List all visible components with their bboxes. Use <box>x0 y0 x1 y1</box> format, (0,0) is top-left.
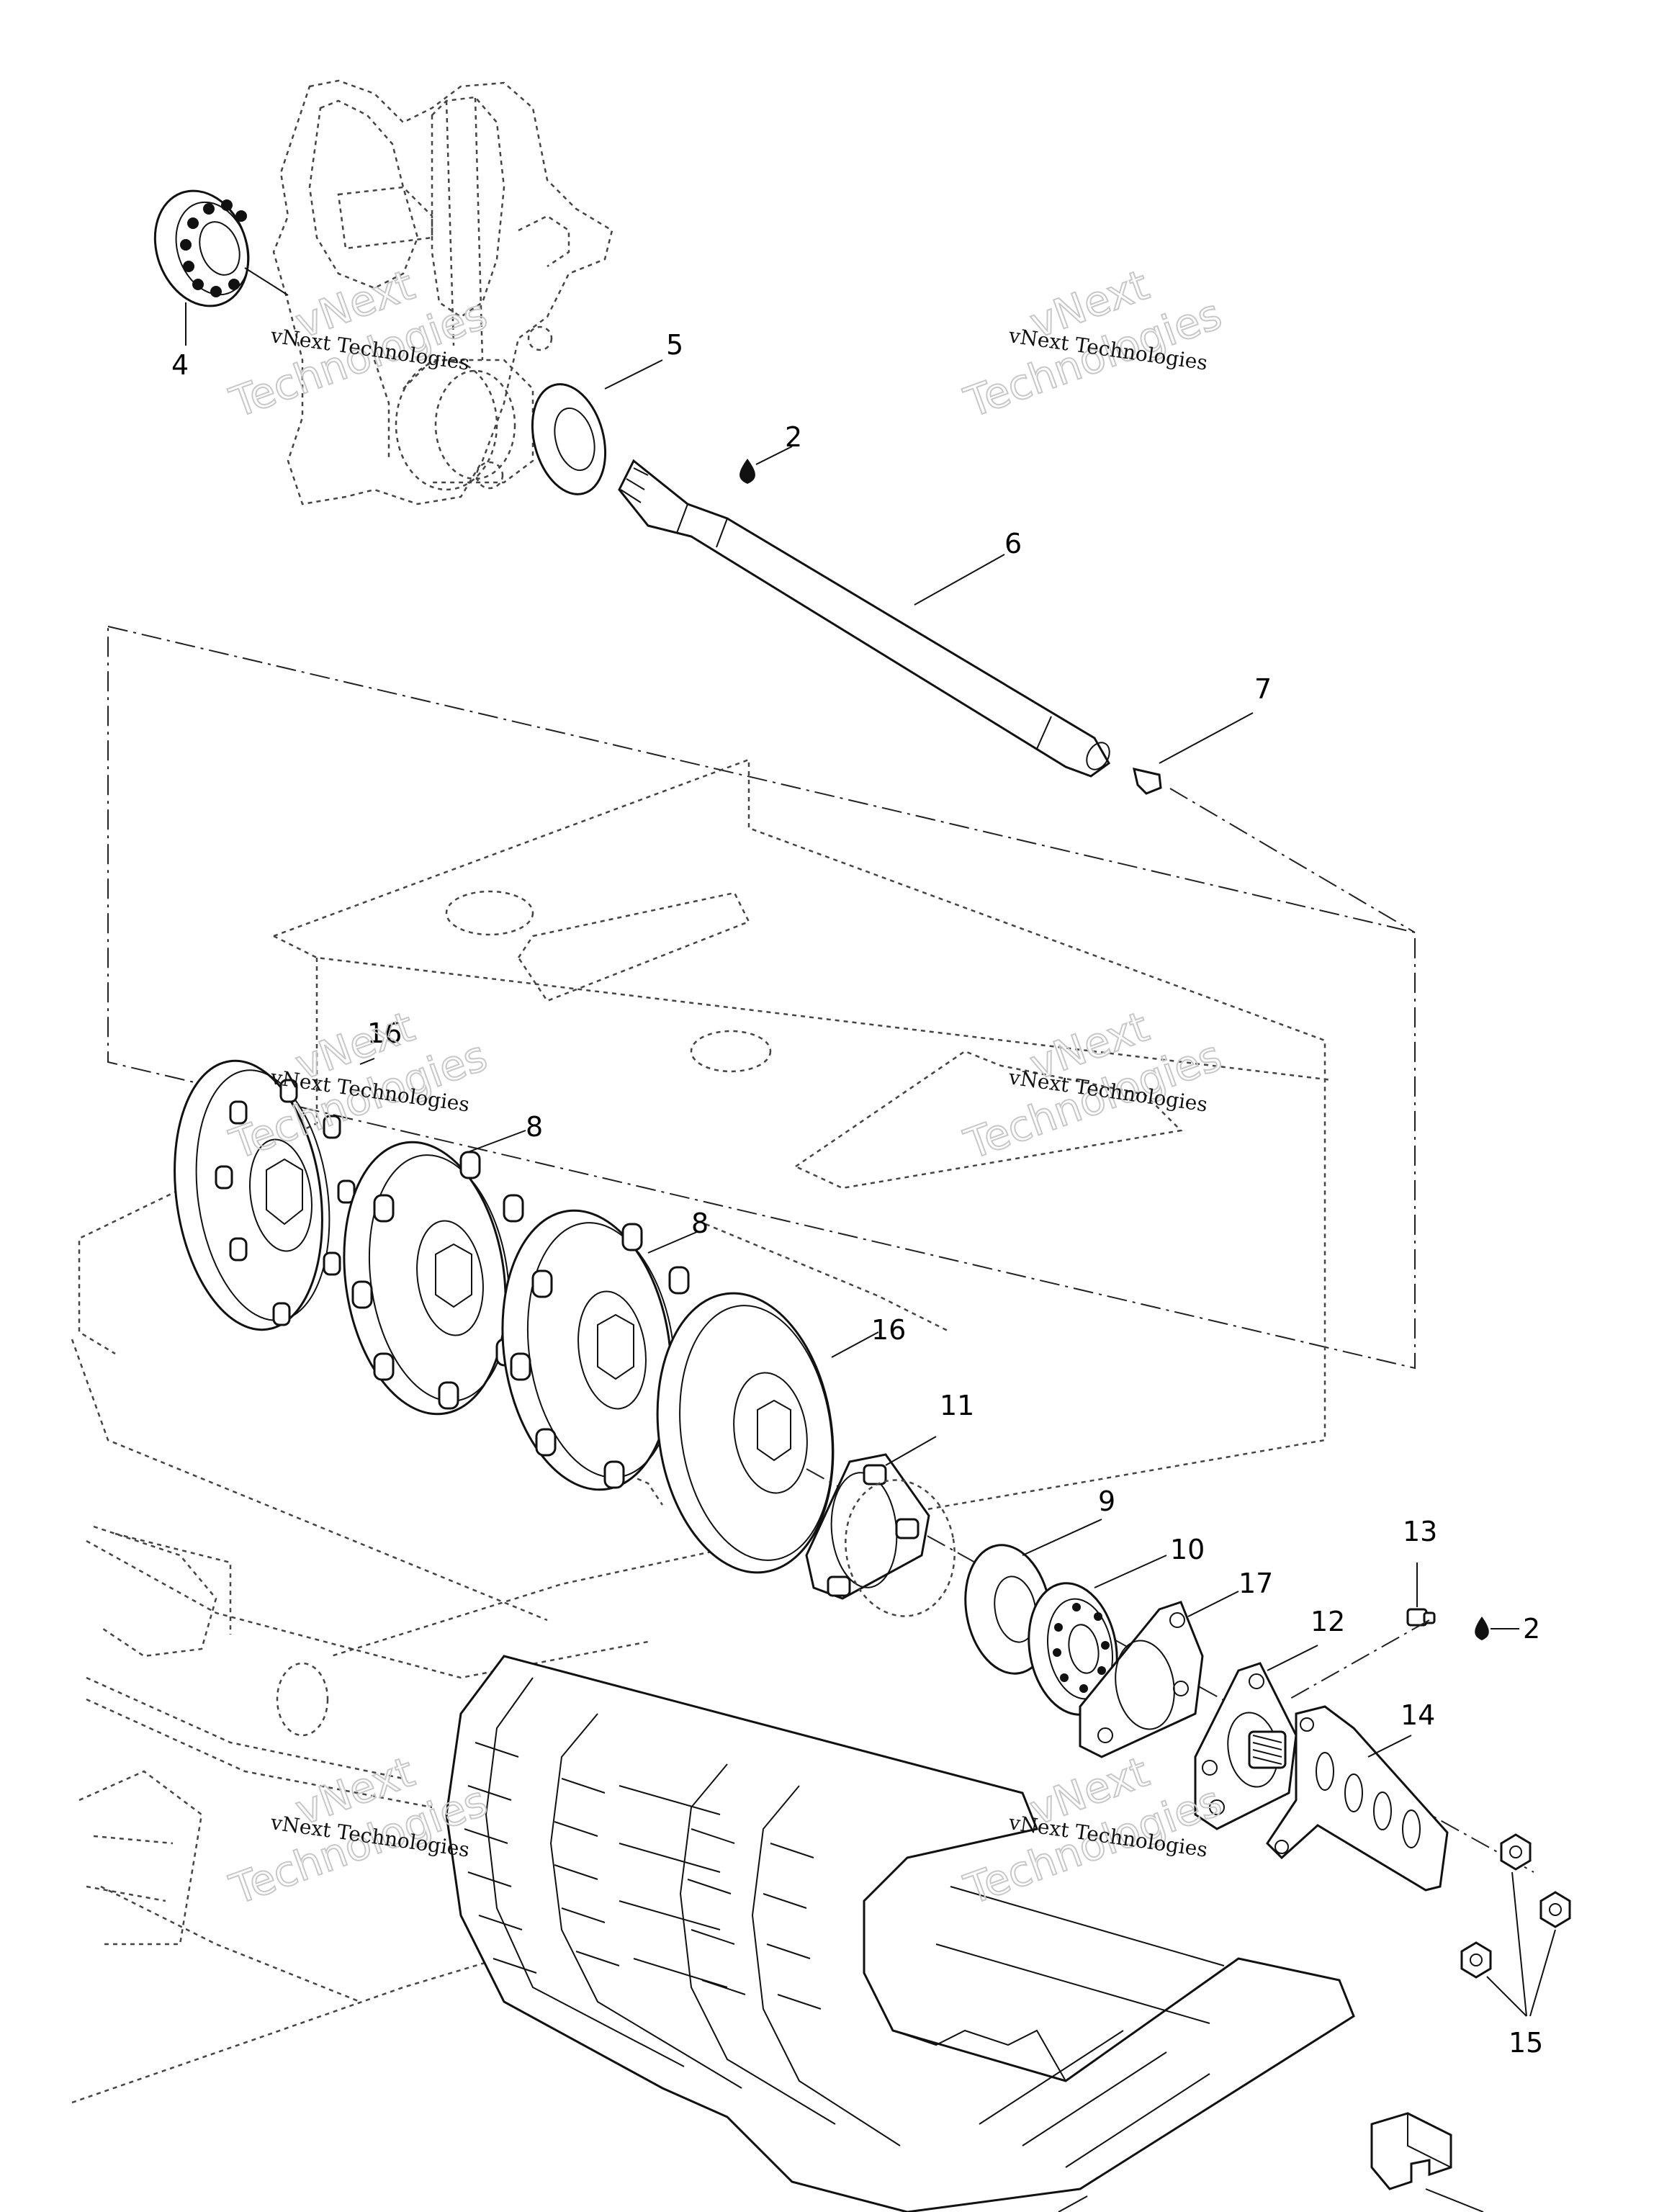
callout-16-left: 16 <box>367 1017 402 1049</box>
watermark-top-right: vNext Technologies vNext Technologies <box>958 259 1228 428</box>
idler-wheel-part-16-right[interactable] <box>640 1282 850 1584</box>
gasket-plate-part-17[interactable] <box>1079 1601 1204 1758</box>
callout-14: 14 <box>1401 1699 1435 1731</box>
bearing-part-4[interactable] <box>140 178 264 320</box>
drive-shaft-part-6[interactable] <box>618 459 1114 778</box>
grease-drop-icon <box>739 459 755 484</box>
callout-2: 2 <box>785 421 802 453</box>
nut-part-15[interactable] <box>1539 1891 1571 1928</box>
grease-drop-icon <box>1475 1617 1489 1640</box>
drive-track <box>445 1655 1355 2212</box>
axis-line-upper <box>1169 788 1416 933</box>
callout-9: 9 <box>1098 1485 1115 1517</box>
slider-clip-part <box>1370 2112 1452 2190</box>
washer-part-5[interactable] <box>521 376 616 503</box>
callout-11: 11 <box>940 1390 974 1421</box>
bearing-part-10[interactable] <box>1019 1576 1127 1722</box>
axis-line-bearing <box>244 267 289 296</box>
axis-line-fitting <box>1288 1619 1430 1700</box>
leader-line-bottom-2 <box>1058 2195 1088 2212</box>
callout-12: 12 <box>1310 1606 1345 1637</box>
stud-plate-part-11[interactable] <box>805 1453 965 1625</box>
grease-fitting-part-13[interactable] <box>1406 1608 1436 1627</box>
callout-5: 5 <box>666 329 683 361</box>
leader-lines <box>185 302 1556 2017</box>
callout-2-right: 2 <box>1523 1613 1540 1645</box>
bracket-part-14[interactable] <box>1266 1705 1449 1892</box>
watermark-middle-right: vNext Technologies vNext Technologies <box>958 1001 1228 1169</box>
callout-16-right: 16 <box>871 1314 906 1346</box>
callout-7: 7 <box>1254 673 1272 705</box>
idler-wheel-part-16-left[interactable] <box>158 1051 356 1339</box>
leader-line-bottom <box>1425 2188 1484 2212</box>
callout-4: 4 <box>171 349 189 381</box>
callout-10: 10 <box>1170 1534 1205 1565</box>
nut-part-15[interactable] <box>1500 1833 1532 1871</box>
bearing-housing-part-12[interactable] <box>1194 1662 1298 1830</box>
nut-part-15[interactable] <box>1460 1941 1492 1979</box>
callout-17: 17 <box>1238 1568 1273 1599</box>
callout-6: 6 <box>1004 528 1022 559</box>
callout-15: 15 <box>1509 2027 1543 2059</box>
callout-8-a: 8 <box>526 1111 543 1143</box>
callout-8-b: 8 <box>691 1208 709 1239</box>
gearbox-housing <box>272 79 613 505</box>
callout-labels: 4 5 2 6 7 16 8 8 16 11 9 10 17 12 13 2 1… <box>171 329 1543 2059</box>
assembly-outline <box>107 625 1416 1370</box>
sprocket-part-8-b[interactable] <box>485 1200 701 1501</box>
sprocket-part-8-a[interactable] <box>328 1132 533 1425</box>
callout-13: 13 <box>1403 1516 1437 1547</box>
key-part-7[interactable] <box>1133 768 1162 795</box>
